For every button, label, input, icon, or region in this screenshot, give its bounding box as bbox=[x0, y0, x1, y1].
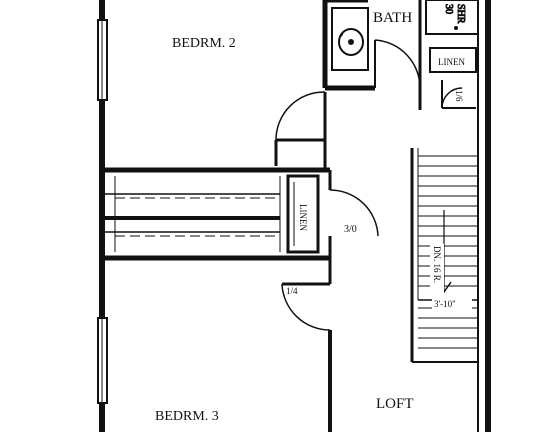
stair-treads bbox=[418, 155, 478, 349]
stair: DN. 16 R. 3'-10" bbox=[410, 148, 478, 363]
windows-left bbox=[97, 19, 108, 404]
room-label-bath: BATH bbox=[373, 10, 412, 26]
small-closet: 1/6 bbox=[441, 80, 476, 109]
stair-width: 3'-10" bbox=[434, 299, 456, 309]
linen-hall-label: LINEN bbox=[298, 204, 308, 231]
bedroom-closets bbox=[102, 167, 330, 261]
door-swing-note: 1/4 bbox=[286, 286, 298, 296]
small-door-label: 1/6 bbox=[454, 90, 464, 102]
bifold-door: 3/0 bbox=[328, 170, 379, 258]
bath-walls bbox=[322, 0, 422, 110]
bath-door bbox=[374, 39, 421, 89]
sink-icon bbox=[338, 28, 364, 56]
linen-closet-hall: LINEN bbox=[286, 174, 320, 254]
shower: 30 SHR bbox=[425, 0, 479, 35]
room-label-bedroom-3: BEDRM. 3 bbox=[155, 409, 219, 424]
bath-vanity bbox=[331, 7, 369, 71]
shower-label-lower: SHR bbox=[455, 4, 466, 24]
linen-closet-top: LINEN bbox=[429, 47, 477, 73]
shower-label-upper: 30 bbox=[443, 4, 454, 14]
bedroom-2-door bbox=[274, 91, 327, 170]
bedroom-3-door: 1/4 bbox=[281, 258, 332, 432]
room-label-loft: LOFT bbox=[376, 396, 414, 412]
room-label-bedroom-2: BEDRM. 2 bbox=[172, 36, 236, 51]
bifold-label: 3/0 bbox=[344, 224, 357, 235]
stair-direction: DN. 16 R. bbox=[432, 246, 442, 283]
linen-top-label: LINEN bbox=[438, 57, 465, 67]
